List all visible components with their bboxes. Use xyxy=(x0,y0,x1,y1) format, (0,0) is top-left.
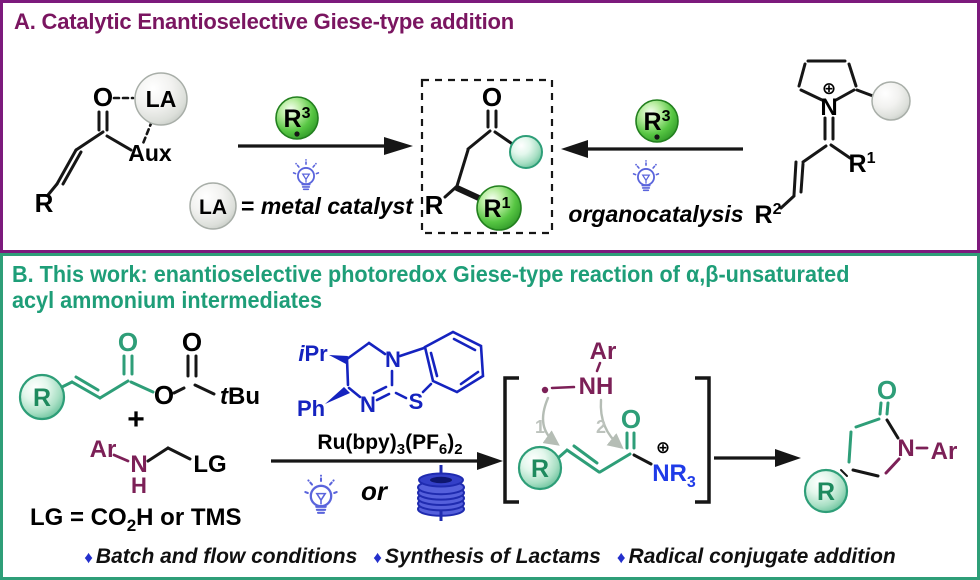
lewis-acid-legend-label: LA xyxy=(199,196,227,219)
highlight-lactams: ♦ Synthesis of Lactams xyxy=(373,545,601,569)
r3-radical-sphere-left xyxy=(275,96,319,140)
lactam-r-sphere xyxy=(803,468,849,514)
right-bracket xyxy=(695,376,711,504)
pivaloyl-oxygen-label: O xyxy=(182,327,202,357)
or-label: or xyxy=(361,476,389,506)
catalyst-n3-label: N xyxy=(360,392,376,417)
radical-dot-right xyxy=(654,134,660,140)
lactam-n-label: N xyxy=(897,435,914,462)
anhydride-r-label: R xyxy=(33,384,51,412)
isothiourea-catalyst-structure xyxy=(325,330,485,404)
leaving-group-label: LG xyxy=(193,451,226,478)
reaction-arrow-left xyxy=(238,137,413,155)
light-bulb-icon-b xyxy=(301,474,341,514)
lewis-acid-legend: LA = metal catalyst xyxy=(189,182,414,230)
diamond-bullet-icon: ♦ xyxy=(84,547,93,567)
enone-oxygen-label: O xyxy=(93,82,113,112)
light-bulb-icon-a1 xyxy=(290,158,322,191)
acyl-ammonium-intermediate xyxy=(541,361,653,474)
tbu-label: tBu xyxy=(220,383,260,410)
panel-b-scheme: R O O O tBu + Ar N H LG LG = CO2H or TMS xyxy=(18,327,958,535)
highlight-label: Radical conjugate addition xyxy=(628,545,896,568)
product-arrow xyxy=(714,449,801,467)
iminium-plus-icon: ⊕ xyxy=(822,79,836,98)
lactam-oxygen-label: O xyxy=(877,375,897,405)
intermediate-ar-label: Ar xyxy=(590,338,617,365)
r3-radical-sphere-right xyxy=(635,99,679,143)
acyl-oxygen-label: O xyxy=(118,327,138,357)
panel-a-title: A. Catalytic Enantioselective Giese-type… xyxy=(14,9,515,34)
amine-h-label: H xyxy=(131,473,147,498)
highlight-radical-addition: ♦ Radical conjugate addition xyxy=(617,545,896,569)
auxiliary-label: Aux xyxy=(128,140,172,166)
r3-radical-label-left: R3 xyxy=(284,105,311,133)
lewis-acid-label: LA xyxy=(146,86,177,112)
highlights-footer: ♦ Batch and flow conditions ♦ Synthesis … xyxy=(3,545,977,569)
left-bracket xyxy=(503,376,519,504)
acyl-mint-sphere xyxy=(509,135,543,169)
product-oxygen-label: O xyxy=(482,82,502,112)
catalyst-n1-label: N xyxy=(385,347,401,372)
iminium-structure xyxy=(779,59,875,210)
highlight-label: Batch and flow conditions xyxy=(95,545,358,568)
panel-b-title-line2: acyl ammonium intermediates xyxy=(12,287,323,313)
metal-catalyst-label: = metal catalyst xyxy=(241,193,414,219)
amine-n-label: N xyxy=(130,451,147,478)
lactam-ar-label: Ar xyxy=(931,438,958,465)
intermediate-r-sphere xyxy=(517,445,563,491)
photocatalyst-label: Ru(bpy)3(PF6)2 xyxy=(317,431,462,458)
product-r-label: R xyxy=(425,190,444,220)
ammonium-plus-icon: ⊕ xyxy=(656,438,670,457)
radical-dot-left xyxy=(294,131,300,137)
lactam-r-label: R xyxy=(817,478,835,506)
enone-substrate-structure xyxy=(46,96,154,197)
highlight-batch-flow: ♦ Batch and flow conditions xyxy=(84,545,357,569)
amine-ar-label: Ar xyxy=(90,436,117,463)
iminium-r2-label: R2 xyxy=(755,201,782,229)
product-dashed-box xyxy=(420,78,554,235)
reaction-arrow-right xyxy=(561,140,743,158)
plus-sign: + xyxy=(127,403,145,436)
catalyst-s-label: S xyxy=(409,389,424,414)
intermediate-r-label: R xyxy=(531,455,549,483)
anhydride-structure xyxy=(58,354,216,400)
panel-a: A. Catalytic Enantioselective Giese-type… xyxy=(0,0,980,253)
organocatalysis-label: organocatalysis xyxy=(568,201,743,227)
lewis-acid-sphere xyxy=(134,72,188,126)
panel-b-title-line1: B. This work: enantioselective photoredo… xyxy=(12,261,850,287)
iminium-aux-sphere xyxy=(871,81,911,121)
diamond-bullet-icon: ♦ xyxy=(373,547,382,567)
intermediate-oxygen-label: O xyxy=(621,404,641,434)
ester-oxygen-label: O xyxy=(154,380,174,410)
r3-radical-label-right: R3 xyxy=(644,108,671,136)
main-reaction-arrow xyxy=(271,452,503,470)
diamond-bullet-icon: ♦ xyxy=(616,547,626,567)
intermediate-nh-label: NH xyxy=(579,373,614,400)
anhydride-r-sphere xyxy=(18,373,66,421)
panel-b: B. This work: enantioselective photoredo… xyxy=(0,253,980,580)
r-group-label: R xyxy=(35,188,54,218)
light-bulb-icon-a2 xyxy=(630,159,662,192)
highlight-label: Synthesis of Lactams xyxy=(384,545,601,568)
nr3-label: NR3 xyxy=(652,460,696,491)
catalyst-ph-label: Ph xyxy=(297,396,325,421)
lg-definition: LG = CO2H or TMS xyxy=(30,504,241,535)
amine-structure xyxy=(112,446,192,463)
flow-reactor-coil-icon xyxy=(417,465,465,521)
step-2-label: 2 xyxy=(596,417,606,437)
catalyst-ipr-label: iPr xyxy=(298,341,328,366)
iminium-r1-label: R1 xyxy=(849,150,876,178)
panel-a-scheme: O LA Aux R LA = metal catalyst R3 xyxy=(35,59,911,235)
lewis-acid-legend-sphere xyxy=(189,182,237,230)
step-1-label: 1 xyxy=(535,417,545,437)
product-r1-label: R1 xyxy=(484,195,511,223)
aminyl-radical-dot xyxy=(541,386,549,394)
giese-product-structure xyxy=(443,109,513,202)
r1-product-sphere xyxy=(476,185,522,231)
panel-b-title: B. This work: enantioselective photoredo… xyxy=(12,261,849,313)
iminium-nitrogen-label: N xyxy=(820,94,837,121)
